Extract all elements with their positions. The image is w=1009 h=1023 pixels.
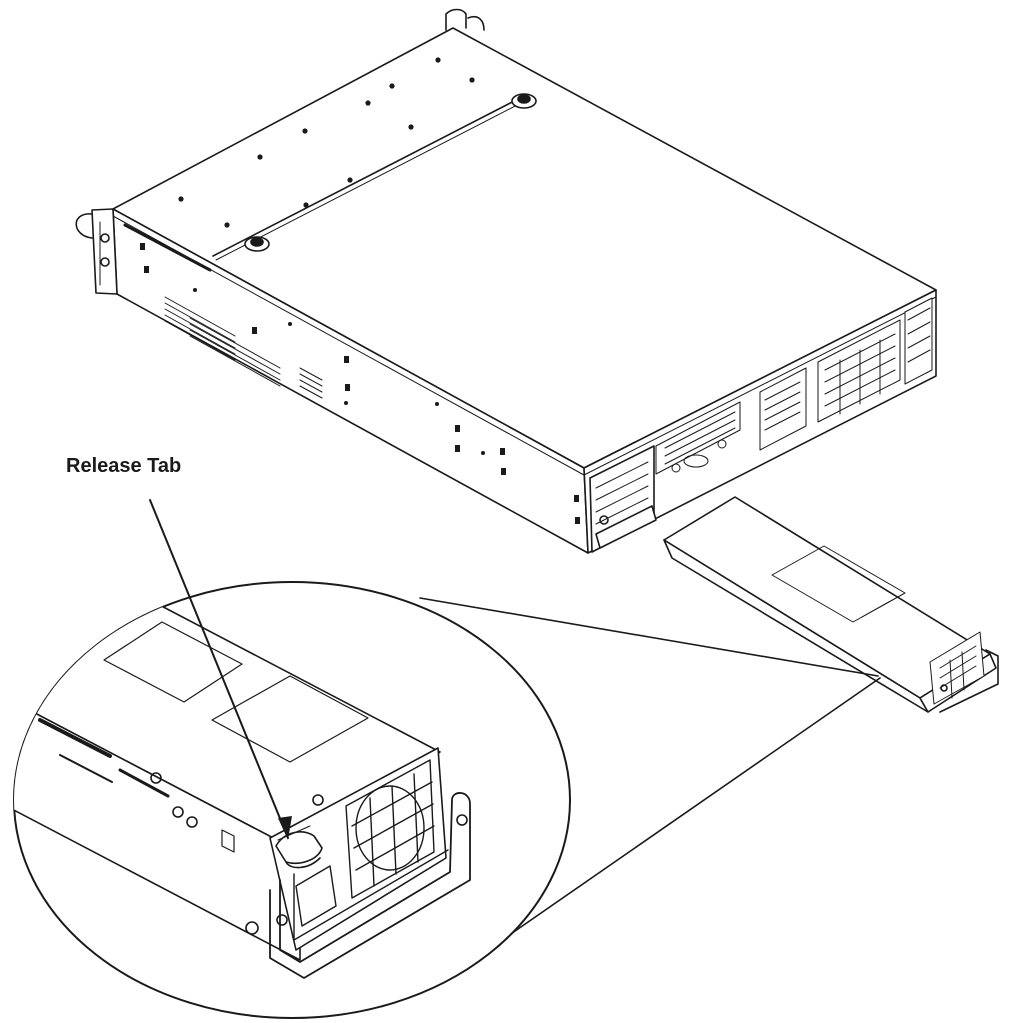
rear-io-panel [656,298,932,474]
rack-ear-left [76,209,117,294]
inset-label-1 [104,622,242,702]
cover-screws [178,57,475,228]
rack-ear-rear [446,10,484,31]
release-tab-leader-line [150,500,288,838]
magnified-inset [10,582,880,1018]
release-tab-label: Release Tab [66,455,182,477]
zoom-line-bottom [505,678,880,938]
front-face-holes [140,243,580,524]
inset-label-2 [212,676,368,762]
release-tab-arrowhead [278,816,292,840]
front-vents [125,225,322,398]
power-supply-module [664,497,998,712]
inset-handle [270,793,470,978]
zoom-line-top [420,598,878,676]
inset-fan-grille [346,760,434,898]
thumb-screw-front [245,237,269,251]
psu-bay [590,446,656,552]
server-chassis [76,10,936,554]
thumb-screw-rear [512,94,536,108]
inset-power-connector [296,866,336,926]
inset-psu-side [14,700,300,960]
cover-seam [213,97,522,256]
psu-module-fan [930,632,984,704]
